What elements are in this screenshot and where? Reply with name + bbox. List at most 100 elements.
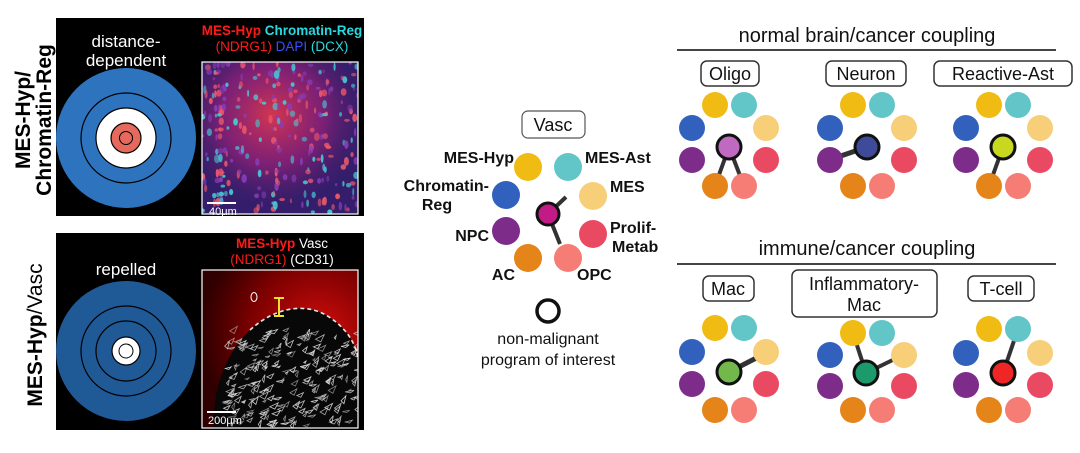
wheel-oligo-node-mes — [753, 115, 779, 141]
wheel-t-cell-node-opc — [1005, 397, 1031, 423]
legend-node-chromatin-reg — [492, 181, 520, 209]
wheel-mac-node-mes-hyp — [702, 315, 728, 341]
wheel-reactive-ast-node-npc — [953, 147, 979, 173]
wheel-oligo-node-opc — [731, 173, 757, 199]
legend-note-1: non-malignant — [497, 331, 599, 348]
legend-label-chromatin-1: Chromatin- — [404, 178, 489, 195]
row-label-b-bold: MES-Hyp — [24, 314, 47, 406]
wheel-mac-title: Mac — [711, 279, 745, 299]
wheel-inflammatory-mac-node-ac — [840, 397, 866, 423]
wheel-mac-center — [715, 358, 743, 386]
wheel-neuron-title: Neuron — [836, 64, 895, 84]
wheel-oligo: Oligo — [679, 60, 779, 199]
legend-title: Vasc — [534, 115, 573, 135]
legend-label-mes: MES — [610, 179, 645, 196]
wheel-reactive-ast-node-prolif — [1027, 147, 1053, 173]
micro-a-mes-hyp: MES-Hyp — [202, 23, 261, 38]
wheel-neuron-node-mes-ast — [869, 92, 895, 118]
legend-label-ac: AC — [492, 267, 516, 284]
wheel-inflammatory-mac-node-mes-ast — [869, 320, 895, 346]
wheel-oligo-node-chromatin — [679, 115, 705, 141]
micro-a-dcx: (DCX) — [311, 39, 349, 54]
legend-label-prolif-2: Metab — [612, 239, 658, 256]
wheel-inflammatory-mac-node-mes-hyp — [840, 320, 866, 346]
wheel-reactive-ast-node-chromatin — [953, 115, 979, 141]
wheel-t-cell-node-ac — [976, 397, 1002, 423]
panel-a-schematic: distance- dependent — [56, 18, 196, 216]
panel-a-core — [110, 122, 142, 154]
micro-b-vasc: Vasc — [299, 236, 328, 251]
legend-node-mes-hyp — [514, 153, 542, 181]
wheel-inflammatory-mac-node-mes — [891, 342, 917, 368]
wheel-oligo-node-prolif — [753, 147, 779, 173]
wheel-mac-node-npc — [679, 371, 705, 397]
svg-text:MES-Hyp Chromatin-Reg: MES-Hyp Chromatin-Reg — [202, 23, 363, 38]
row-label-a-line1: MES-Hyp/ — [12, 71, 35, 169]
row-label-b: MES-Hyp/Vasc — [24, 263, 47, 406]
section-normal-title: normal brain/cancer coupling — [739, 25, 996, 47]
wheel-mac-node-mes-ast — [731, 315, 757, 341]
wheel-mac-node-chromatin — [679, 339, 705, 365]
wheel-mac-node-ac — [702, 397, 728, 423]
legend-label-prolif-1: Prolif- — [610, 220, 656, 237]
legend-label-chromatin-2: Reg — [422, 197, 452, 214]
wheel-reactive-ast-node-mes-hyp — [976, 92, 1002, 118]
wheel-oligo-node-mes-ast — [731, 92, 757, 118]
legend-node-opc — [554, 244, 582, 272]
legend-note-2: program of interest — [481, 352, 616, 369]
legend: Vasc MES-Hyp MES-Ast MES Chromatin- Reg … — [404, 110, 658, 369]
panel-b-caption: repelled — [96, 260, 157, 279]
wheel-reactive-ast-title: Reactive-Ast — [952, 64, 1054, 84]
wheel-t-cell-title: T-cell — [979, 279, 1022, 299]
panel-b-micrograph: MES-Hyp Vasc (NDRG1) (CD31) 200μm — [196, 233, 364, 430]
wheel-t-cell-node-prolif — [1027, 372, 1053, 398]
panel-a-scale-bar: 40μm — [209, 206, 237, 218]
wheel-mac-node-mes — [753, 339, 779, 365]
micro-a-dapi: DAPI — [276, 39, 308, 54]
panel-b-schematic: repelled — [56, 233, 196, 430]
wheel-oligo-node-ac — [702, 173, 728, 199]
wheel-t-cell-node-mes-ast — [1005, 316, 1031, 342]
legend-center-node — [535, 201, 561, 227]
panel-a-caption-1: distance- — [92, 32, 161, 51]
wheel-inflammatory-mac-node-chromatin — [817, 342, 843, 368]
wheel-mac-node-prolif — [753, 371, 779, 397]
wheel-neuron-node-ac — [840, 173, 866, 199]
wheel-inflammatory-mac: Inflammatory- Mac — [791, 269, 938, 423]
legend-node-prolif-metab — [579, 220, 607, 248]
wheel-t-cell-node-chromatin — [953, 340, 979, 366]
wheel-neuron-node-prolif — [891, 147, 917, 173]
micro-b-ndrg1: (NDRG1) — [230, 252, 286, 267]
wheel-neuron-node-chromatin — [817, 115, 843, 141]
wheel-inflammatory-mac-title-2: Mac — [847, 295, 881, 315]
svg-text:MES-Hyp/Vasc: MES-Hyp/Vasc — [24, 263, 47, 406]
wheel-oligo-node-npc — [679, 147, 705, 173]
wheel-neuron: Neuron — [817, 60, 917, 199]
panel-b-scale-bar: 200μm — [208, 415, 242, 427]
wheel-oligo-title: Oligo — [709, 64, 751, 84]
wheel-inflammatory-mac-center — [852, 359, 880, 387]
row-label-b-rest: /Vasc — [24, 263, 47, 314]
svg-text:MES-Hyp Vasc: MES-Hyp Vasc — [236, 236, 328, 251]
svg-text:(NDRG1) DAPI (DCX): (NDRG1) DAPI (DCX) — [216, 39, 349, 54]
wheel-neuron-center — [853, 133, 881, 161]
wheel-inflammatory-mac-node-npc — [817, 373, 843, 399]
legend-label-opc: OPC — [577, 267, 612, 284]
row-label-a: MES-Hyp/ Chromatin-Reg — [12, 44, 56, 196]
panel-a-caption-2: dependent — [86, 51, 167, 70]
legend-title-box — [521, 110, 586, 139]
micro-b-cd31: (CD31) — [290, 252, 334, 267]
wheel-mac-node-opc — [731, 397, 757, 423]
wheel-inflammatory-mac-title-1: Inflammatory- — [809, 274, 919, 294]
micro-a-ndrg1: (NDRG1) — [216, 39, 272, 54]
wheel-reactive-ast-node-mes-ast — [1005, 92, 1031, 118]
svg-text:(NDRG1) (CD31): (NDRG1) (CD31) — [230, 252, 334, 267]
micro-a-chromatin: Chromatin-Reg — [265, 23, 363, 38]
legend-label-mes-hyp: MES-Hyp — [444, 150, 514, 167]
wheel-inflammatory-mac-node-opc — [869, 397, 895, 423]
wheel-t-cell-node-npc — [953, 372, 979, 398]
wheel-neuron-node-mes-hyp — [840, 92, 866, 118]
wheel-t-cell-center — [989, 359, 1017, 387]
legend-label-npc: NPC — [455, 228, 489, 245]
